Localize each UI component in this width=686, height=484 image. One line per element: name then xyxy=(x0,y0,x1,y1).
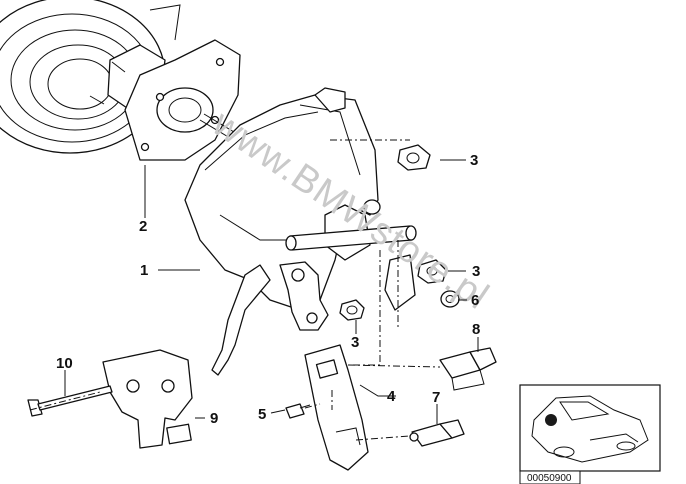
callout-6: 6 xyxy=(471,292,479,309)
switch-part-8 xyxy=(439,347,497,391)
callout-3b: 3 xyxy=(472,263,480,280)
callout-9: 9 xyxy=(210,410,218,427)
callout-3a: 3 xyxy=(470,152,478,169)
car-location-icon xyxy=(531,395,649,463)
callout-8: 8 xyxy=(472,321,480,338)
bracket-part-9 xyxy=(102,349,193,449)
callout-4: 4 xyxy=(387,388,396,405)
nut-part-3b xyxy=(417,259,447,284)
callout-3c: 3 xyxy=(351,334,359,351)
pedal-bracket-icon xyxy=(184,87,417,376)
callout-2: 2 xyxy=(139,218,147,235)
washer-part-6 xyxy=(440,290,460,308)
brake-booster-icon xyxy=(0,0,241,161)
nut-part-3c xyxy=(339,299,365,321)
document-number: 00050900 xyxy=(527,473,572,484)
callout-10: 10 xyxy=(56,355,73,372)
bracket-part-4 xyxy=(304,344,369,471)
switch-part-7 xyxy=(409,419,465,447)
callout-1: 1 xyxy=(140,262,148,279)
nut-part-3a xyxy=(397,144,431,171)
bolt-part-10 xyxy=(27,385,113,417)
bolt-part-5 xyxy=(285,403,311,419)
callout-5: 5 xyxy=(258,406,266,423)
callout-7: 7 xyxy=(432,389,440,406)
car-location-inset xyxy=(519,384,661,472)
